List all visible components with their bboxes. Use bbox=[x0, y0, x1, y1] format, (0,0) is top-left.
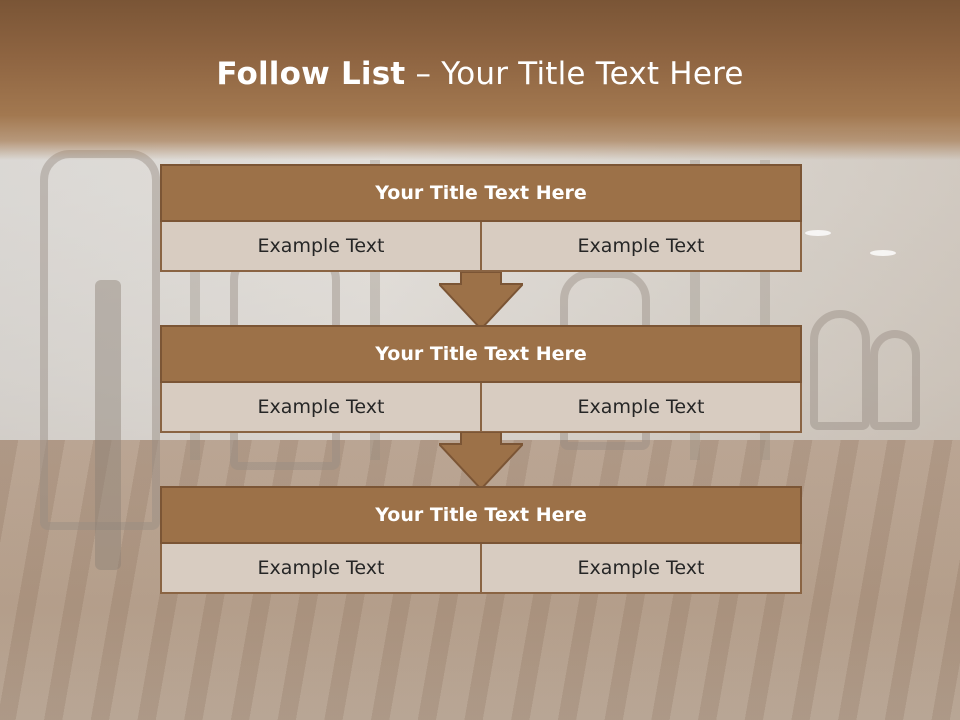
background-ceiling-light bbox=[805, 230, 831, 236]
background-bike-machine bbox=[810, 310, 870, 430]
list-block-3: Your Title Text Here Example Text Exampl… bbox=[160, 486, 802, 594]
block-title: Your Title Text Here bbox=[160, 164, 802, 222]
block-cell-right: Example Text bbox=[480, 383, 802, 433]
background-window-frame bbox=[190, 160, 200, 460]
down-arrow-icon bbox=[439, 272, 523, 330]
page-title-bold: Follow List bbox=[216, 56, 406, 92]
background-machine-post bbox=[95, 280, 121, 570]
background-ceiling-light bbox=[870, 250, 896, 256]
block-row: Example Text Example Text bbox=[160, 544, 802, 594]
down-arrow-icon bbox=[439, 432, 523, 490]
list-block-2: Your Title Text Here Example Text Exampl… bbox=[160, 325, 802, 433]
background-bike-machine bbox=[870, 330, 920, 430]
background-window-frame bbox=[370, 160, 380, 460]
page-title: Follow List – Your Title Text Here bbox=[0, 56, 960, 92]
page-title-light: Your Title Text Here bbox=[441, 56, 744, 92]
block-cell-left: Example Text bbox=[160, 222, 482, 272]
block-cell-right: Example Text bbox=[480, 222, 802, 272]
block-title: Your Title Text Here bbox=[160, 486, 802, 544]
block-row: Example Text Example Text bbox=[160, 383, 802, 433]
list-block-1: Your Title Text Here Example Text Exampl… bbox=[160, 164, 802, 272]
block-cell-left: Example Text bbox=[160, 544, 482, 594]
block-title: Your Title Text Here bbox=[160, 325, 802, 383]
background-window-frame bbox=[760, 160, 770, 460]
background-window-frame bbox=[690, 160, 700, 460]
block-cell-right: Example Text bbox=[480, 544, 802, 594]
title-band bbox=[0, 0, 960, 160]
block-row: Example Text Example Text bbox=[160, 222, 802, 272]
page-title-separator: – bbox=[405, 56, 442, 92]
block-cell-left: Example Text bbox=[160, 383, 482, 433]
